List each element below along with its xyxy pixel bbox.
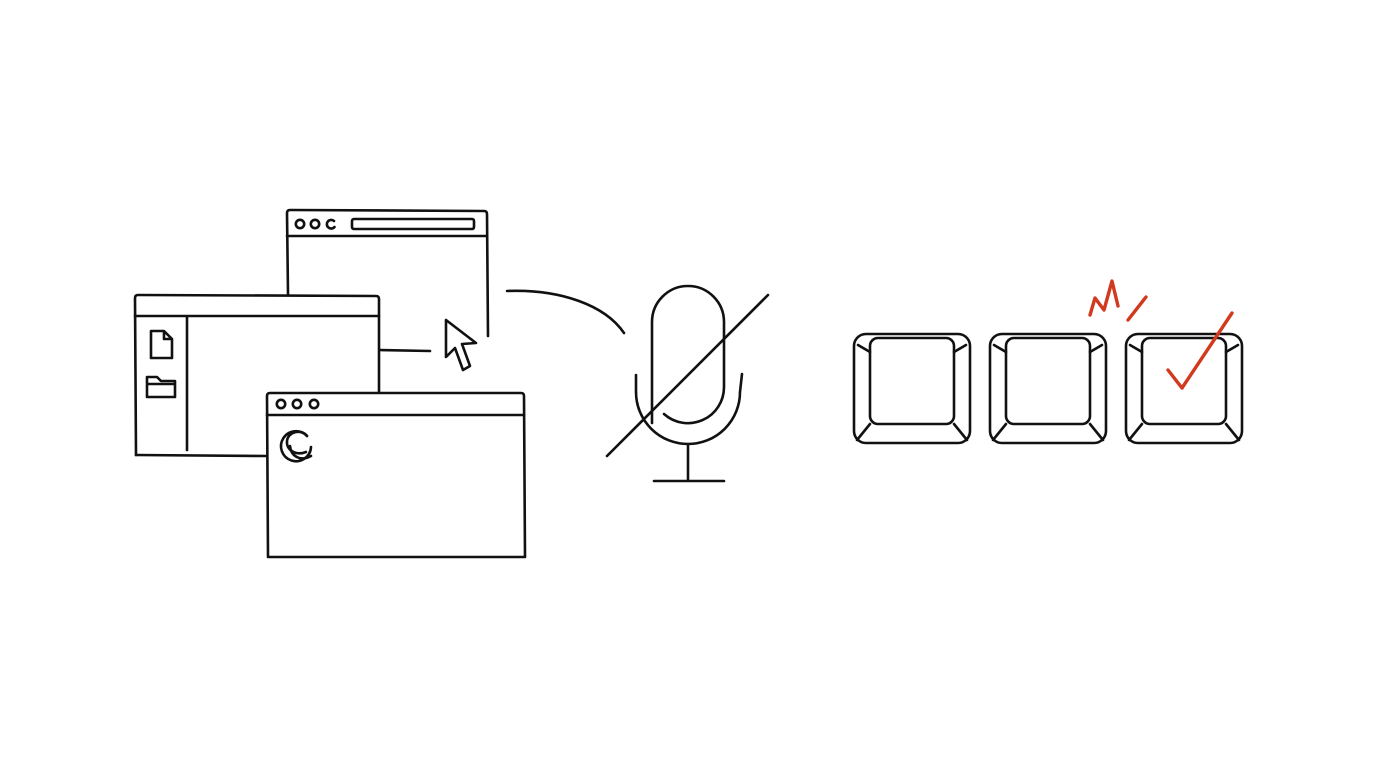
- browser-window-top-frame: [285, 208, 490, 338]
- key-outer: [852, 332, 972, 445]
- file-explorer-bottom-edge: [134, 453, 270, 458]
- keys-group: [852, 332, 1244, 445]
- key-outer: [988, 332, 1108, 445]
- file-explorer-frame: [133, 293, 381, 457]
- sparkle-stroke: [1126, 295, 1148, 322]
- file-icon: [149, 329, 174, 360]
- browser-window-top: [285, 208, 490, 338]
- checkmark-icon: [1166, 311, 1234, 390]
- key-bevel: [991, 343, 1105, 442]
- mouse-cursor-icon: [444, 318, 478, 372]
- key-3: [1124, 332, 1244, 445]
- sparkle-icon: [1088, 279, 1120, 317]
- accent-marks: [1088, 279, 1234, 390]
- reload-icon: [325, 218, 336, 230]
- edge-browser-frame: [265, 391, 527, 559]
- key-bevel: [1127, 343, 1241, 442]
- key-outer: [1124, 332, 1244, 445]
- window-control-dot-icon: [294, 218, 306, 230]
- key-top: [868, 336, 956, 426]
- address-bar: [350, 217, 476, 231]
- key-top: [1004, 336, 1092, 426]
- key-1: [852, 332, 972, 445]
- key-2: [988, 332, 1108, 445]
- edge-browser-window: [265, 391, 527, 559]
- window-control-dot-icon: [309, 218, 321, 230]
- folder-icon: [145, 375, 177, 399]
- mute-slash: [605, 293, 770, 458]
- key-top: [1140, 336, 1228, 426]
- window-control-dot-icon: [275, 398, 287, 410]
- key-bevel: [855, 343, 969, 442]
- connector-curve: [505, 289, 626, 335]
- window-connector-line: [378, 348, 432, 353]
- window-control-dot-icon: [308, 398, 320, 410]
- microphone-muted-icon: [605, 284, 770, 483]
- edge-logo-icon: [279, 429, 313, 463]
- file-explorer-window: [133, 293, 432, 458]
- window-control-dot-icon: [291, 398, 303, 410]
- microphone-capsule: [650, 284, 726, 425]
